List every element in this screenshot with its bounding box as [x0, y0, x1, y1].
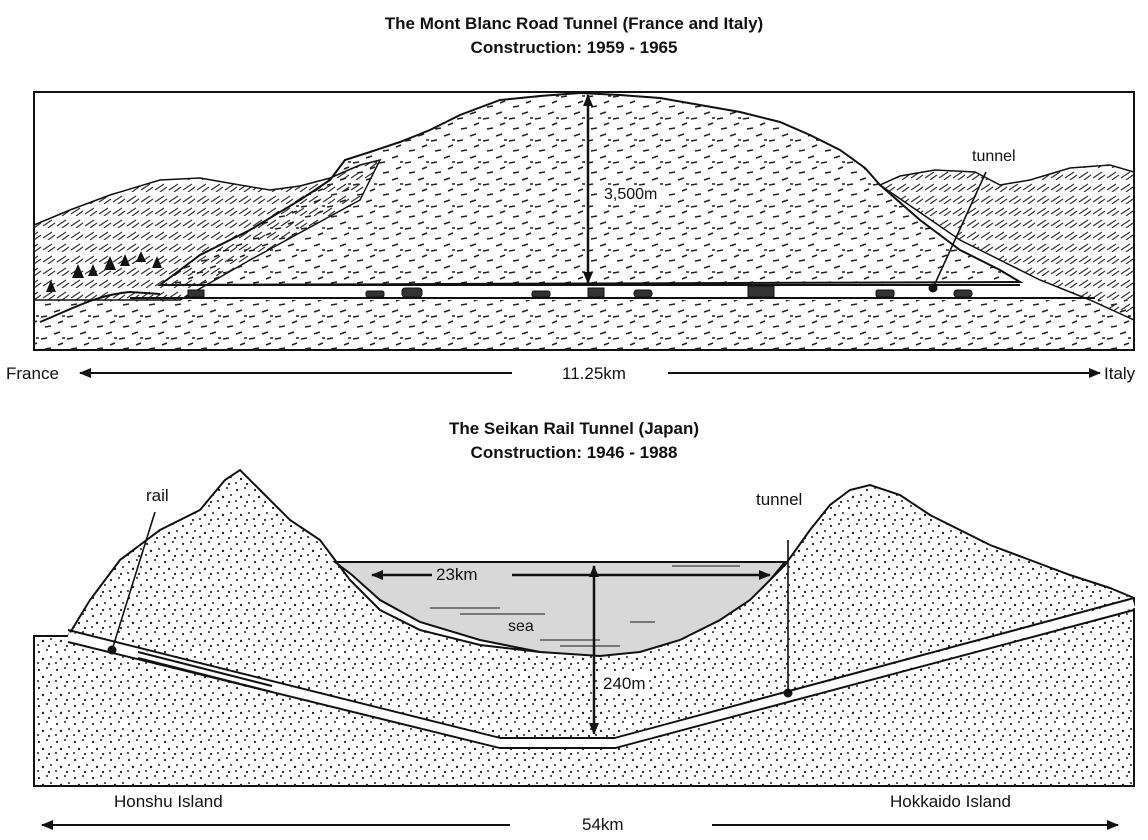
mont-blanc-title: The Mont Blanc Road Tunnel (France and I… [384, 14, 764, 33]
depth-label: 240m [600, 674, 649, 694]
hokkaido-label: Hokkaido Island [890, 792, 1011, 811]
seikan-length-label: 54km [582, 815, 624, 834]
seikan-tunnel-bottom [67, 609, 1135, 749]
sea-label: sea [508, 618, 534, 635]
tunnel-pointer-dot [928, 283, 938, 293]
italy-hills [878, 164, 1135, 322]
seikan-tunnel-label: tunnel [756, 490, 803, 509]
seikan-tunnel-pointer-dot [783, 688, 793, 698]
italy-label: Italy [1104, 364, 1136, 383]
rail-label: rail [146, 486, 169, 505]
rail-pointer-dot [107, 645, 117, 655]
seikan-construction: Construction: 1946 - 1988 [470, 443, 678, 462]
seikan-title: The Seikan Rail Tunnel (Japan) [448, 419, 699, 438]
train-icon [137, 651, 273, 693]
rail-pointer-line [111, 511, 156, 651]
honshu-label: Honshu Island [114, 792, 223, 811]
tunnel-fill [67, 600, 1136, 747]
vehicles-icon [187, 285, 973, 298]
sea-width-label: 23km [436, 565, 478, 584]
lower-rock-layer [34, 300, 1134, 350]
france-label: France [6, 364, 59, 383]
mont-blanc-construction: Construction: 1959 - 1965 [470, 38, 678, 57]
mont-blanc-tunnel-label: tunnel [972, 148, 1016, 165]
seikan-tunnel-top [67, 597, 1135, 739]
tunnel-pointer-line [932, 171, 987, 289]
seikan-diagram [33, 468, 1136, 830]
height-label: 3,500m [600, 186, 662, 204]
mont-blanc-length-label: 11.25km [562, 364, 626, 383]
mont-blanc-diagram [33, 91, 1135, 378]
sea-area [332, 561, 788, 658]
